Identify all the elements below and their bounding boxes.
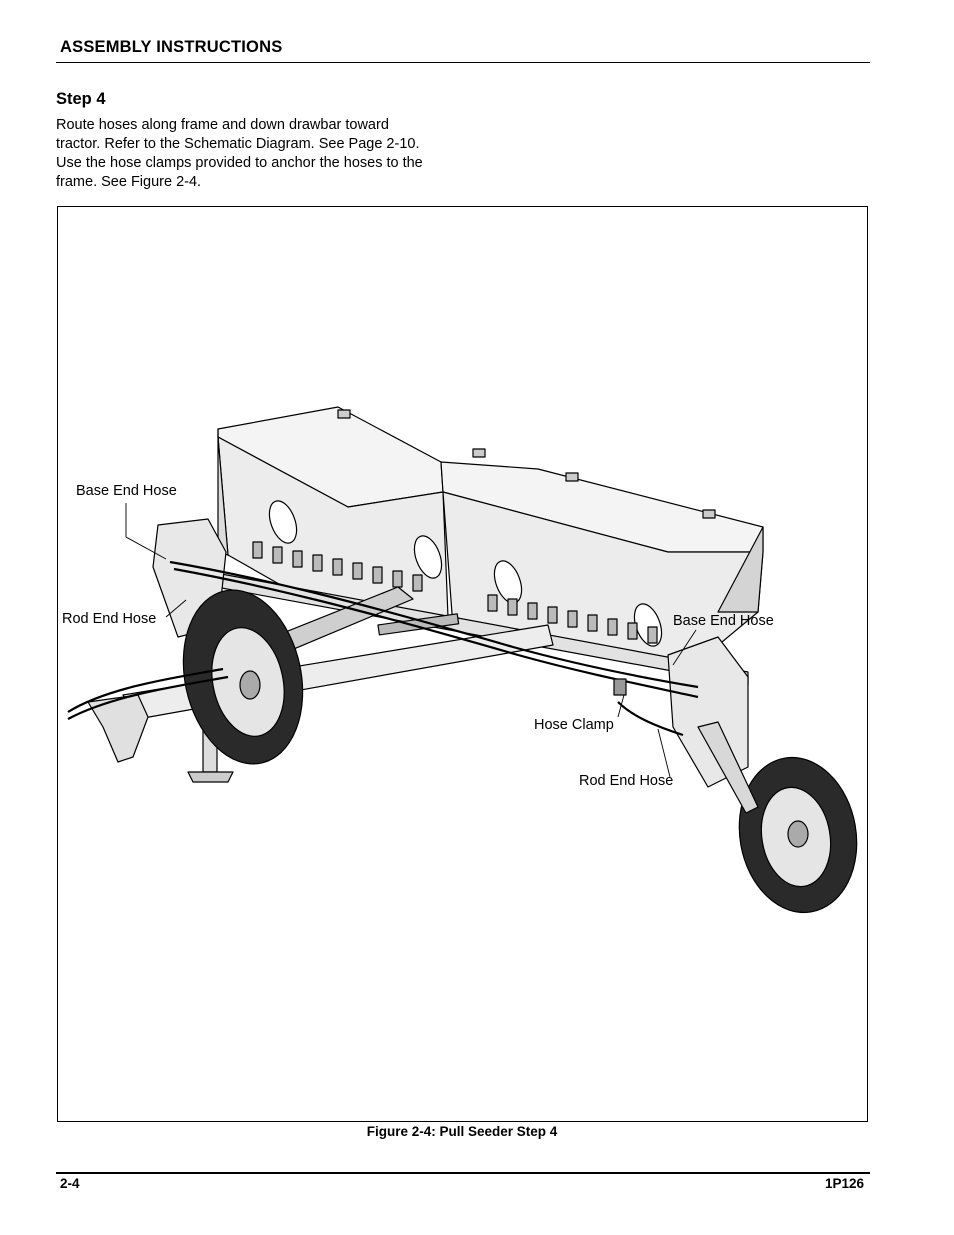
hose-clamp bbox=[613, 678, 627, 696]
step-instructions: Route hoses along frame and down drawbar… bbox=[56, 116, 456, 192]
instruction-line: frame. See Figure 2-4. bbox=[56, 174, 202, 190]
lid-latches bbox=[337, 409, 716, 519]
left-wheel bbox=[182, 589, 304, 765]
callout-leaders bbox=[125, 503, 697, 778]
callout-rod-end-hose: Rod End Hose bbox=[62, 611, 157, 627]
figure-frame: Base End Hose Rod End Hose Base End Hose… bbox=[57, 206, 868, 1122]
callout-rod-end-hose: Rod End Hose bbox=[579, 773, 674, 789]
step-title: Step 4 bbox=[56, 90, 106, 108]
page-number: 2-4 bbox=[60, 1176, 80, 1191]
document-code: 1P126 bbox=[824, 1176, 864, 1191]
pull-seeder-illustration bbox=[67, 406, 858, 914]
instruction-line: Use the hose clamps provided to anchor t… bbox=[56, 155, 423, 171]
hitch bbox=[87, 694, 149, 763]
hydraulic-hoses bbox=[67, 560, 699, 737]
right-wheel bbox=[738, 756, 858, 914]
callout-base-end-hose: Base End Hose bbox=[673, 613, 774, 629]
seed-hopper-left bbox=[217, 406, 449, 618]
footer-rule bbox=[56, 1172, 870, 1174]
instruction-line: tractor. Refer to the Schematic Diagram.… bbox=[56, 136, 420, 152]
callout-hose-clamp: Hose Clamp bbox=[534, 717, 614, 733]
instruction-line: Route hoses along frame and down drawbar… bbox=[56, 117, 389, 133]
callout-base-end-hose: Base End Hose bbox=[76, 483, 177, 499]
seed-cups bbox=[252, 541, 658, 644]
section-header: ASSEMBLY INSTRUCTIONS bbox=[60, 38, 283, 56]
figure-caption: Figure 2-4: Pull Seeder Step 4 bbox=[366, 1124, 558, 1139]
header-rule bbox=[56, 62, 870, 63]
